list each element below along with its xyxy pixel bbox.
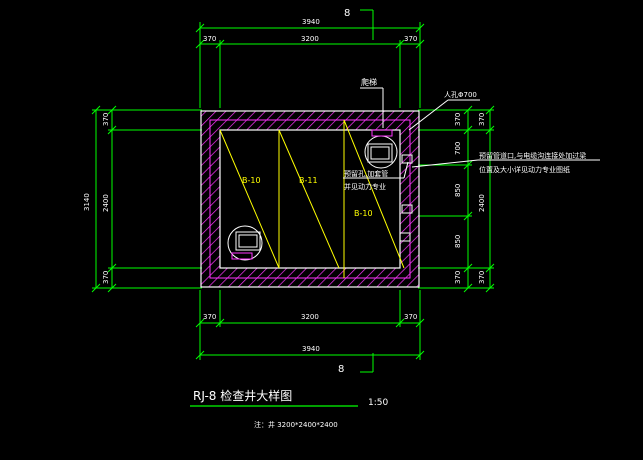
- dim-top-side-right-b: 370: [478, 113, 486, 126]
- slab-panels: [219, 119, 405, 278]
- section-mark-bottom: 8: [338, 353, 374, 375]
- dim-left-side-top: 370: [203, 35, 216, 43]
- dim-bottom-side-right-a: 370: [454, 271, 462, 284]
- dim-inner-width-top: 3200: [301, 35, 319, 43]
- dim-bottom-side-left: 370: [102, 271, 110, 284]
- pipe-note-label-1: 预留管道口,与电缆沟连接处加过梁: [479, 151, 586, 160]
- section-mark-label-top: 8: [344, 8, 350, 19]
- dim-inner-width-bottom: 3200: [301, 313, 319, 321]
- dim-bottom-side-right-b: 370: [478, 271, 486, 284]
- dim-total-height-left: 3140: [83, 193, 91, 211]
- dim-inner-height-right: 2400: [478, 194, 486, 212]
- drawing-title: RJ-8 检查井大样图: [193, 388, 292, 403]
- slab-label-2: B-11: [299, 176, 318, 185]
- dim-pipe-offset-bottom: 850: [454, 235, 462, 248]
- drawing-note: 注：井 3200*2400*2400: [254, 420, 338, 429]
- dim-pipe-mid: 850: [454, 184, 462, 197]
- dim-right-side-top: 370: [404, 35, 417, 43]
- pipe-note-callout: 预留管道口,与电缆沟连接处加过梁 位置及大小详见动力专业图纸: [411, 151, 600, 174]
- reserved-hole-label-1: 预留孔,加套管: [344, 169, 388, 178]
- drawing-scale: 1:50: [368, 398, 388, 408]
- reserved-pipe-openings: [399, 154, 413, 242]
- reserved-hole-label-2: 并见动力专业: [344, 182, 386, 191]
- manhole-walls: [200, 110, 420, 288]
- dim-top-side-left: 370: [102, 113, 110, 126]
- dim-right-side-bottom: 370: [404, 313, 417, 321]
- dim-pipe-offset-top: 700: [454, 142, 462, 155]
- title-block: RJ-8 检查井大样图 1:50 注：井 3200*2400*2400: [190, 388, 388, 429]
- pipe-note-label-2: 位置及大小详见动力专业图纸: [479, 165, 570, 174]
- section-mark-label-bottom: 8: [338, 364, 344, 375]
- right-dimensions: [418, 105, 495, 293]
- dim-total-width-top: 3940: [302, 18, 320, 26]
- ladder-callout: 爬梯: [360, 77, 384, 128]
- dim-left-side-bottom: 370: [203, 313, 216, 321]
- slab-label-1: B-10: [242, 176, 261, 185]
- slab-label-3: B-10: [354, 209, 373, 218]
- ladder-label: 爬梯: [361, 77, 377, 87]
- manhole-label: 人孔Φ700: [444, 91, 477, 99]
- section-mark-top: 8: [344, 8, 374, 40]
- reserved-hole-callout: 预留孔,加套管 并见动力专业: [343, 161, 409, 191]
- top-dimensions: [195, 22, 425, 108]
- bottom-dimensions: [195, 290, 425, 360]
- manhole-opening-top: [364, 129, 398, 169]
- manhole-callout: 人孔Φ700: [408, 91, 480, 131]
- manhole-opening-bottom: [227, 225, 263, 261]
- dim-top-side-right-a: 370: [454, 113, 462, 126]
- dim-total-width-bottom: 3940: [302, 345, 320, 353]
- dim-inner-height-left: 2400: [102, 194, 110, 212]
- left-dimensions: [91, 105, 202, 293]
